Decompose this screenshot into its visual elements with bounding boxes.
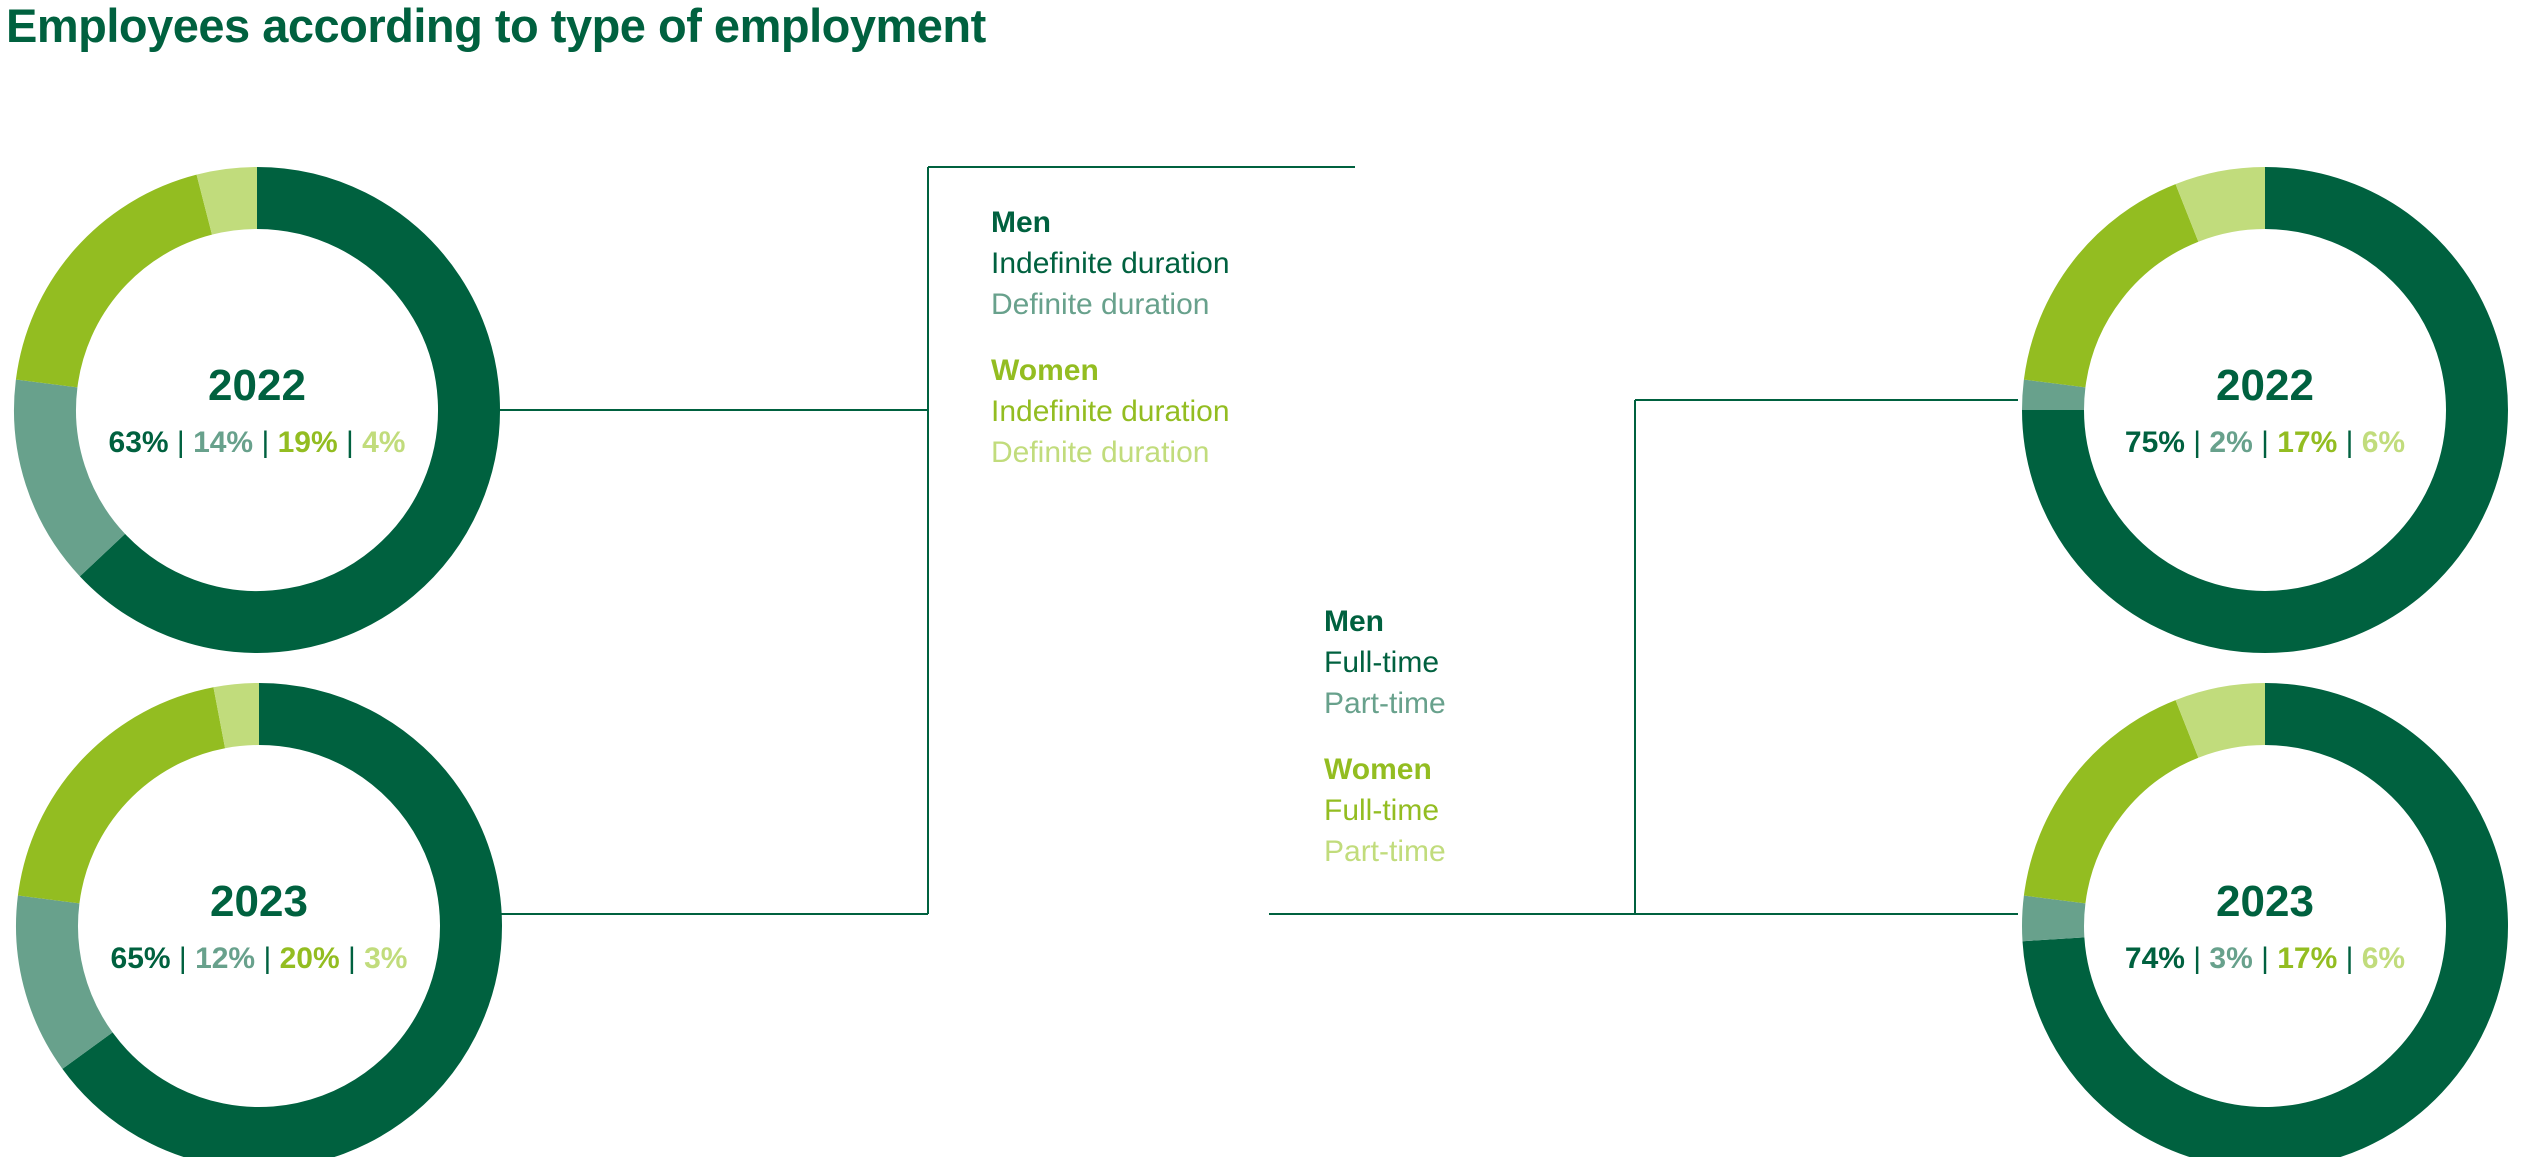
label-separator: | (2185, 942, 2209, 975)
data-label: 63% (109, 426, 169, 459)
legend-women-title: Women (1324, 753, 1432, 786)
chart-title: 2022 (2216, 361, 2314, 410)
data-labels: 74% | 3% | 17% | 6% (2125, 942, 2405, 975)
chart-title: 2022 (208, 361, 306, 410)
data-label: 12% (195, 942, 255, 975)
data-label: 20% (280, 942, 340, 975)
legend-women-definite: Definite duration (991, 436, 1210, 469)
legend-men-title: Men (1324, 605, 1384, 638)
data-label: 17% (2277, 426, 2337, 459)
donut-slice (2022, 683, 2508, 1157)
legend-men-parttime: Part-time (1324, 687, 1446, 720)
donut-slice (2175, 683, 2266, 758)
label-separator: | (2253, 942, 2277, 975)
donut-slice (2023, 700, 2199, 904)
legend-women-fulltime: Full-time (1324, 794, 1440, 827)
page-title: Employees according to type of employmen… (6, 0, 986, 52)
donut-slice (2022, 167, 2508, 653)
donut-slice (17, 687, 226, 904)
label-separator: | (340, 942, 364, 975)
data-label: 6% (2362, 942, 2405, 975)
label-separator: | (2253, 426, 2277, 459)
donut-slice (196, 167, 258, 235)
legend-men-indefinite: Indefinite duration (991, 247, 1230, 280)
donut-slice (2023, 184, 2199, 388)
data-label: 74% (2125, 942, 2185, 975)
label-separator: | (2337, 942, 2361, 975)
legend-men-fulltime: Full-time (1324, 646, 1440, 679)
data-label: 2% (2209, 426, 2252, 459)
chart-title: 2023 (210, 877, 308, 926)
data-label: 4% (362, 426, 405, 459)
data-label: 3% (364, 942, 407, 975)
donut-slice (14, 379, 126, 577)
data-label: 65% (111, 942, 171, 975)
data-label: 19% (278, 426, 338, 459)
donut-slice (2175, 167, 2266, 242)
legend-women-title: Women (991, 354, 1099, 387)
donut-slice (79, 167, 500, 653)
legend-men-definite: Definite duration (991, 288, 1210, 321)
legend-working-time: Men Full-time Part-time Women Full-time … (1324, 601, 1446, 872)
data-label: 6% (2362, 426, 2405, 459)
legend-duration: Men Indefinite duration Definite duratio… (991, 202, 1230, 473)
legend-women-parttime: Part-time (1324, 835, 1446, 868)
donut-slice (2022, 379, 2086, 411)
label-separator: | (2185, 426, 2209, 459)
data-labels: 75% | 2% | 17% | 6% (2125, 426, 2405, 459)
donut-slice (213, 683, 260, 749)
donut-slice (62, 683, 502, 1157)
label-separator: | (253, 426, 277, 459)
data-labels: 65% | 12% | 20% | 3% (111, 942, 408, 975)
label-separator: | (255, 942, 279, 975)
donut-slice (2022, 895, 2086, 942)
label-separator: | (171, 942, 195, 975)
data-labels: 63% | 14% | 19% | 4% (109, 426, 406, 459)
chart-title: 2023 (2216, 877, 2314, 926)
label-separator: | (169, 426, 193, 459)
data-label: 3% (2209, 942, 2252, 975)
legend-women-indefinite: Indefinite duration (991, 395, 1230, 428)
data-label: 17% (2277, 942, 2337, 975)
data-label: 14% (193, 426, 253, 459)
data-label: 75% (2125, 426, 2185, 459)
label-separator: | (338, 426, 362, 459)
legend-men-title: Men (991, 206, 1051, 239)
donut-slice (15, 174, 213, 388)
donut-slice (16, 895, 113, 1069)
label-separator: | (2337, 426, 2361, 459)
